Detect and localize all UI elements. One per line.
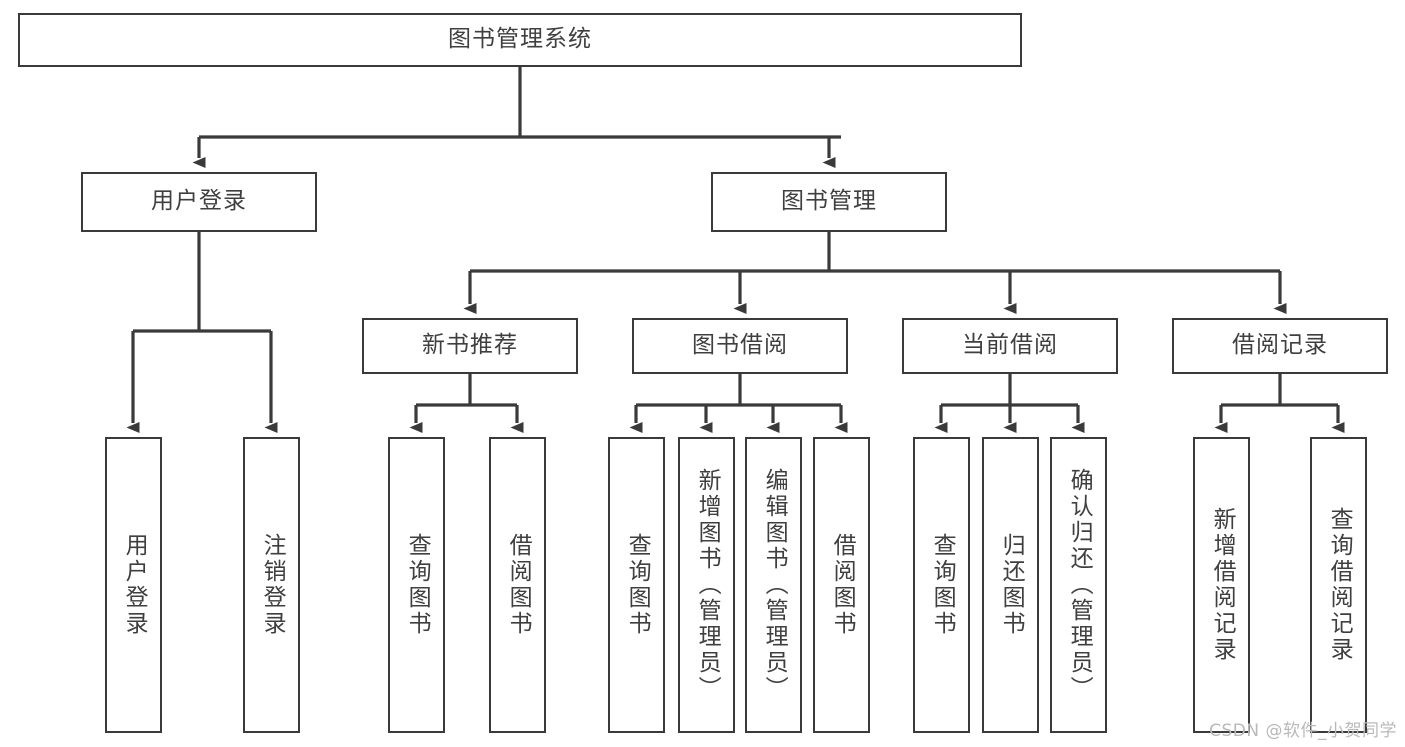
node-book-manage[interactable]: 图书管理 [711, 172, 947, 232]
node-book-borrow-label: 图书借阅 [692, 332, 788, 359]
node-new-book-recommend-label: 新书推荐 [422, 332, 518, 359]
node-book-manage-label: 图书管理 [781, 188, 877, 215]
node-leaf-query-borrow-record[interactable]: 查询借阅记录 [1310, 437, 1367, 733]
node-leaf-add-book-admin[interactable]: 新增图书（管理员） [678, 437, 735, 733]
node-new-book-recommend[interactable]: 新书推荐 [362, 318, 578, 374]
node-root[interactable]: 图书管理系统 [18, 13, 1022, 67]
node-borrow-record[interactable]: 借阅记录 [1172, 318, 1388, 374]
node-leaf-return-book[interactable]: 归还图书 [982, 437, 1039, 733]
node-current-borrow-label: 当前借阅 [962, 332, 1058, 359]
node-leaf-borrow-book-2[interactable]: 借阅图书 [813, 437, 870, 733]
node-user-login[interactable]: 用户登录 [81, 172, 317, 232]
node-book-borrow[interactable]: 图书借阅 [632, 318, 848, 374]
node-leaf-user-login-label: 用户登录 [121, 533, 148, 637]
node-leaf-add-borrow-record-label: 新增借阅记录 [1209, 507, 1236, 663]
node-leaf-query-book-1-label: 查询图书 [404, 533, 431, 637]
node-leaf-borrow-book-2-label: 借阅图书 [829, 533, 856, 637]
node-leaf-query-borrow-record-label: 查询借阅记录 [1326, 507, 1353, 663]
node-leaf-add-book-admin-label: 新增图书（管理员） [694, 468, 721, 702]
node-leaf-add-borrow-record[interactable]: 新增借阅记录 [1193, 437, 1250, 733]
node-leaf-return-book-label: 归还图书 [998, 533, 1025, 637]
node-leaf-edit-book-admin-label: 编辑图书（管理员） [761, 468, 788, 702]
node-leaf-query-book-1[interactable]: 查询图书 [388, 437, 445, 733]
node-leaf-confirm-return-admin-label: 确认归还（管理员） [1066, 468, 1093, 702]
node-leaf-borrow-book-1[interactable]: 借阅图书 [489, 437, 546, 733]
node-leaf-query-book-2[interactable]: 查询图书 [608, 437, 665, 733]
node-root-label: 图书管理系统 [448, 26, 592, 53]
node-user-login-label: 用户登录 [151, 188, 247, 215]
node-borrow-record-label: 借阅记录 [1232, 332, 1328, 359]
node-leaf-logout-login-label: 注销登录 [259, 533, 286, 637]
node-leaf-query-book-3[interactable]: 查询图书 [913, 437, 970, 733]
node-current-borrow[interactable]: 当前借阅 [902, 318, 1118, 374]
node-leaf-user-login[interactable]: 用户登录 [105, 437, 162, 733]
node-leaf-confirm-return-admin[interactable]: 确认归还（管理员） [1050, 437, 1107, 733]
node-leaf-query-book-2-label: 查询图书 [624, 533, 651, 637]
node-leaf-logout-login[interactable]: 注销登录 [243, 437, 300, 733]
node-leaf-edit-book-admin[interactable]: 编辑图书（管理员） [745, 437, 802, 733]
node-leaf-query-book-3-label: 查询图书 [929, 533, 956, 637]
node-leaf-borrow-book-1-label: 借阅图书 [505, 533, 532, 637]
watermark-text: CSDN @软件_小贺同学 [1209, 721, 1397, 741]
